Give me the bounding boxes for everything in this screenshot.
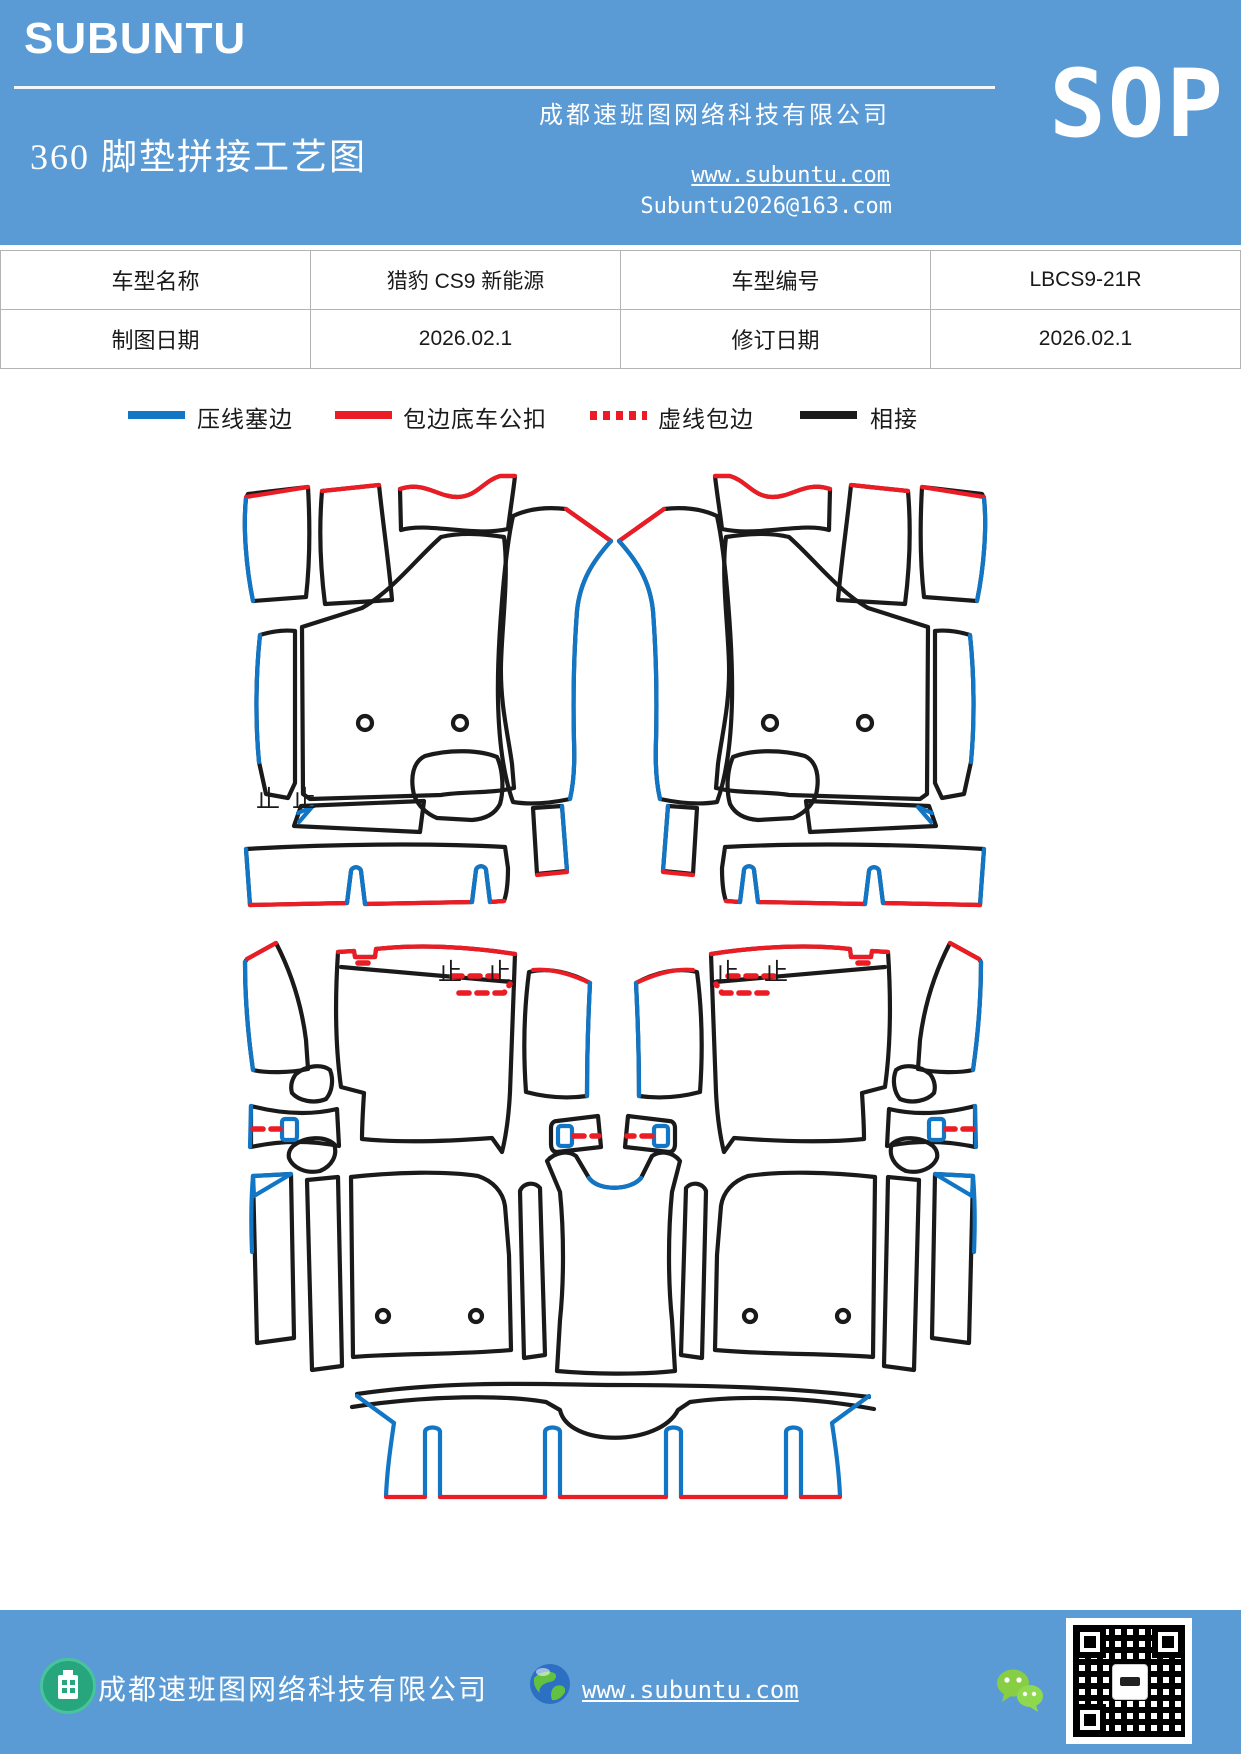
legend-swatch-blue-line [128,411,185,419]
globe-icon [528,1662,572,1706]
mat-piece-slot-plate-right [622,1113,678,1155]
legend-label-dashed-binding: 虚线包边 [658,407,754,432]
cell-vehicle-code-label: 车型编号 [620,250,931,310]
legend-label-binding-buckle: 包边底车公扣 [403,407,547,432]
stop-mark: 止 [256,786,280,813]
stop-mark: 止 [715,959,739,986]
building-icon [40,1658,96,1714]
cell-vehicle-code-value: LBCS9-21R [930,250,1241,310]
qr-finder-bottom-left [1074,1704,1106,1736]
header-divider [14,86,995,89]
stop-mark: 止 [764,959,788,986]
legend-label-press-edge: 压线塞边 [197,407,293,432]
qr-center-logo [1112,1664,1148,1700]
cell-revise-date-value: 2026.02.1 [930,309,1241,369]
page-title: 360 脚垫拼接工艺图 [30,137,368,177]
header-email: Subuntu2026@163.com [640,194,892,219]
page-footer: 成都速班图网络科技有限公司 www.subuntu.com [0,1610,1241,1754]
table-row: 制图日期 2026.02.1 修订日期 2026.02.1 [0,309,1241,369]
front-mats-left [245,476,611,905]
wechat-icon [992,1666,1048,1716]
qr-finder-top-left [1074,1626,1106,1658]
legend-swatch-red-line [335,411,392,419]
stop-mark: 止 [438,959,462,986]
header-company-name: 成都速班图网络科技有限公司 [539,103,890,129]
cell-draw-date-value: 2026.02.1 [310,309,621,369]
brand-logo: SUBUNTU [24,14,247,63]
legend-label-join: 相接 [870,407,918,432]
footer-company-name: 成都速班图网络科技有限公司 [98,1675,489,1706]
cell-draw-date-label: 制图日期 [0,309,311,369]
cell-vehicle-name-value: 猎豹 CS9 新能源 [310,250,621,310]
stop-mark: 止 [487,959,511,986]
mat-piece-slot-plate-left [548,1113,604,1155]
stop-mark: 止 [292,786,316,813]
qr-code [1066,1618,1192,1744]
mat-pattern-diagram: 止 止 止 止 止 止 [0,430,1241,1500]
footer-website-link[interactable]: www.subuntu.com [582,1676,799,1704]
rear-mats-left [245,943,590,1370]
cell-vehicle-name-label: 车型名称 [0,250,311,310]
mat-piece-trunk [349,1381,877,1500]
page-header: SUBUNTU 360 脚垫拼接工艺图 成都速班图网络科技有限公司 www.su… [0,0,1241,245]
sop-badge: SOP [1049,50,1225,159]
legend-swatch-red-dotted-line [590,411,647,420]
mat-piece-console [544,1150,683,1376]
header-website-link[interactable]: www.subuntu.com [691,163,890,188]
cell-revise-date-label: 修订日期 [620,309,931,369]
rear-mats-right [636,943,981,1370]
line-legend: 压线塞边 包边底车公扣 虚线包边 相接 [0,398,1241,434]
qr-finder-top-right [1152,1626,1184,1658]
legend-swatch-black-line [800,411,857,419]
vehicle-info-table: 车型名称 猎豹 CS9 新能源 车型编号 LBCS9-21R 制图日期 2026… [0,250,1241,369]
front-mats-right [619,476,985,905]
table-row: 车型名称 猎豹 CS9 新能源 车型编号 LBCS9-21R [0,250,1241,310]
